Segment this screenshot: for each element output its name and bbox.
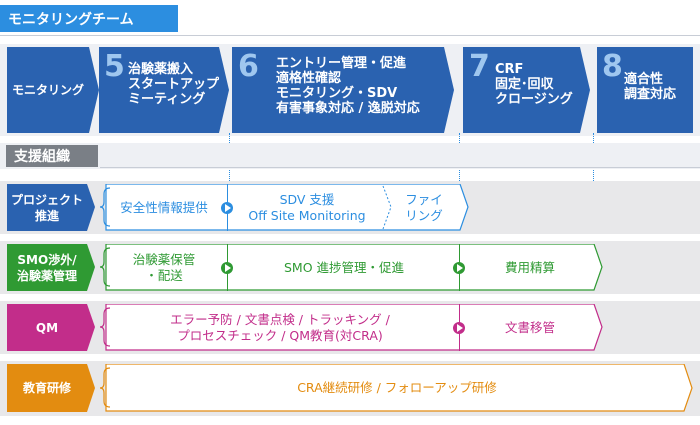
phase-7-line-1: CRF: [495, 62, 524, 77]
qm-error-line-1: エラー予防 / 文書点検 / トラッキング /: [170, 311, 390, 327]
phase-5-text: 治験薬搬入 スタートアップ ミーティング: [128, 62, 219, 107]
phase-8-shape: [597, 47, 693, 133]
phase-6: 6 エントリー管理・促進 適格性確認 モニタリング・SDV 有害事象対応 / 逸…: [238, 50, 448, 130]
monitoring-team-title: モニタリングチーム: [8, 11, 134, 28]
phase-5-line-2: スタートアップ: [128, 77, 220, 92]
project-filing-line-2: リング: [405, 207, 443, 223]
qm-error-line-2: プロセスチェック / QM教育(対CRA): [177, 327, 383, 343]
edu-label-shape: [7, 364, 95, 412]
smo-play-icon-1: [221, 262, 233, 274]
project-bar-shape: [100, 184, 469, 231]
phase-6-line-1: エントリー管理・促進: [276, 56, 407, 71]
phase-5-line-1: 治験薬搬入: [128, 62, 194, 77]
monitoring-label-text: モニタリング: [11, 83, 84, 97]
smo-play-icon-2: [453, 262, 465, 274]
project-label: プロジェクト 推進: [7, 184, 87, 231]
phase-6-shape: [232, 47, 454, 133]
header-rule: [0, 35, 700, 36]
phase-5-line-3: ミーティング: [128, 92, 206, 107]
project-label-line-1: プロジェクト: [10, 192, 83, 207]
phase-6-text: エントリー管理・促進 適格性確認 モニタリング・SDV 有害事象対応 / 逸脱対…: [276, 56, 420, 116]
support-org-title: 支援組織: [14, 149, 70, 165]
project-label-line-2: 推進: [34, 208, 59, 223]
phase-8-text: 適合性 調査対応: [624, 72, 676, 102]
project-sdv-line-1: SDV 支援: [279, 191, 335, 207]
project-play-icon: [221, 202, 233, 214]
edu-bar-shape: [100, 364, 693, 412]
project-cell-sdv: SDV 支援 Off Site Monitoring: [234, 184, 380, 231]
smo-label-line-2: 治験薬管理: [16, 268, 77, 283]
phase-7-number: 7: [469, 49, 490, 84]
edu-label-text: 教育研修: [22, 381, 71, 395]
qm-bar-shape: [100, 304, 603, 351]
smo-cell-expense: 費用精算: [504, 259, 555, 275]
monitoring-label: モニタリング: [7, 47, 89, 133]
qm-label-text: QM: [35, 320, 59, 335]
project-sdv-line-2: Off Site Monitoring: [248, 207, 366, 223]
phase-6-number: 6: [238, 49, 259, 84]
smo-label: SMO渉外/ 治験薬管理: [7, 244, 87, 291]
phase-7-line-2: 固定･回収: [495, 77, 554, 92]
phase-8-number: 8: [602, 49, 623, 84]
smo-bar-shape: [100, 244, 603, 291]
project-cell-safety: 安全性情報提供: [120, 199, 208, 215]
qm-play-icon: [453, 322, 465, 334]
smo-label-line-1: SMO渉外/: [17, 252, 77, 267]
phase-6-line-4: 有害事象対応 / 逸脱対応: [276, 101, 420, 116]
support-org-underline: [100, 167, 700, 168]
monitoring-label-shape: [7, 47, 99, 133]
smo-label-shape: [7, 244, 95, 291]
support-org-band: [0, 143, 700, 169]
phase-7-text: CRF 固定･回収 クロージング: [495, 62, 573, 107]
phase-6-line-2: 適格性確認: [276, 71, 342, 86]
phase-8: 8 適合性 調査対応: [602, 50, 692, 130]
smo-cell-progress: SMO 進捗管理・促進: [283, 259, 405, 275]
phase-8-line-1: 適合性: [624, 72, 664, 87]
qm-label-shape: [7, 304, 95, 351]
project-dashed-chevron: [382, 185, 392, 230]
phase-7: 7 CRF 固定･回収 クロージング: [469, 50, 585, 130]
project-cell-filing: ファイ リング: [394, 184, 454, 231]
phase-5-shape: [99, 47, 229, 133]
smo-cell-storage: 治験薬保管 ・配送: [112, 244, 216, 291]
phase-5: 5 治験薬搬入 スタートアップ ミーティング: [104, 50, 224, 130]
phase-5-number: 5: [104, 49, 125, 84]
project-label-shape: [7, 184, 95, 231]
smo-storage-line-1: 治験薬保管: [132, 251, 196, 267]
smo-storage-line-2: ・配送: [145, 267, 183, 283]
phase-7-line-3: クロージング: [495, 92, 573, 107]
monitoring-team-header: モニタリングチーム: [0, 5, 178, 32]
project-filing-line-1: ファイ: [405, 191, 443, 207]
edu-cell-training: CRA継続研修 / フォローアップ研修: [297, 380, 497, 395]
edu-label: 教育研修: [7, 364, 87, 412]
qm-cell-error-prevention: エラー予防 / 文書点検 / トラッキング / プロセスチェック / QM教育(…: [112, 304, 448, 351]
phase-7-shape: [463, 47, 590, 133]
phase-6-line-3: モニタリング・SDV: [276, 86, 398, 101]
qm-cell-transfer: 文書移管: [504, 319, 555, 335]
phase-8-line-2: 調査対応: [624, 87, 677, 102]
support-org-header: 支援組織: [6, 145, 98, 167]
qm-label: QM: [7, 304, 87, 351]
